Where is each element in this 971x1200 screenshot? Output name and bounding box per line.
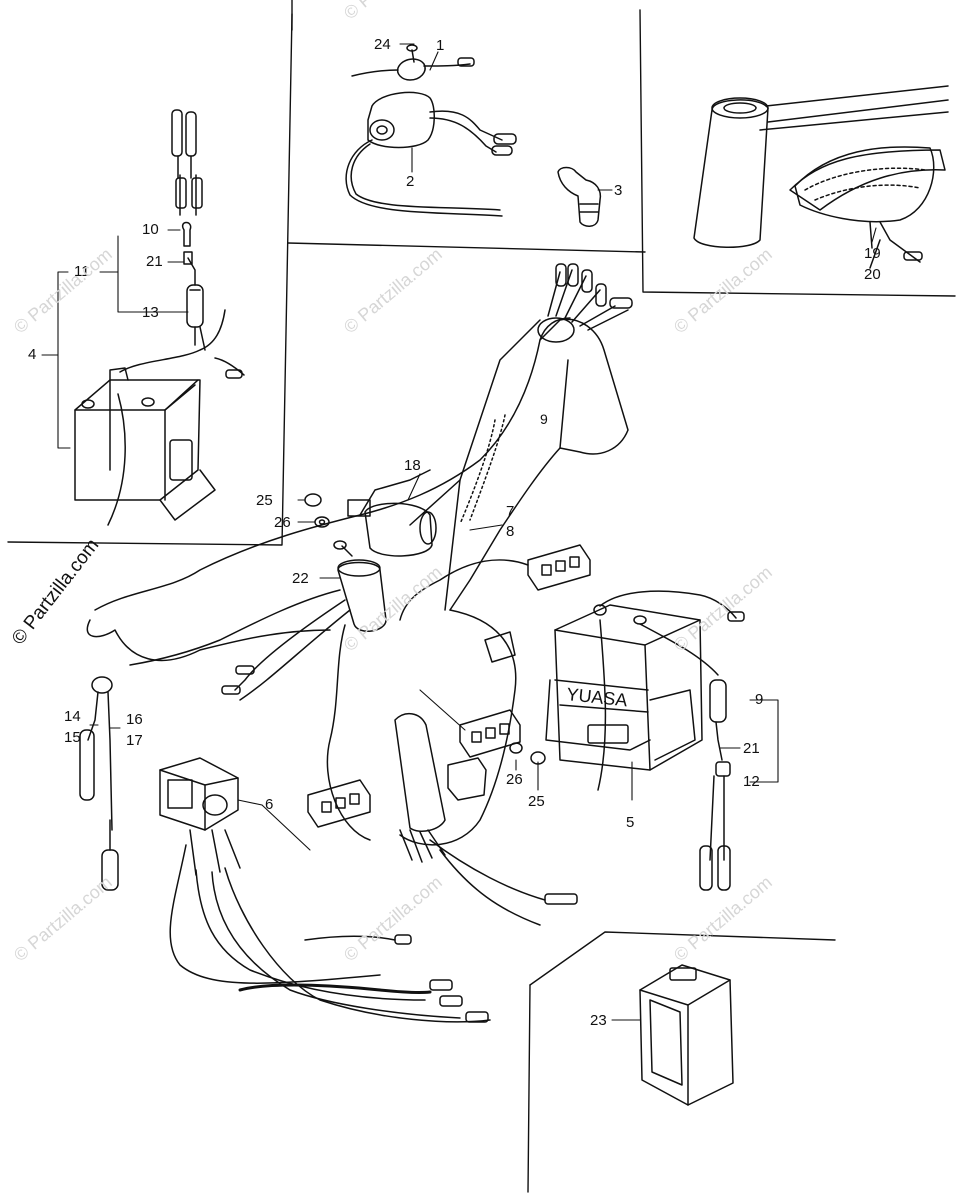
callout-11: 11 [74,263,90,280]
main-frame-harness [86,263,633,926]
callout-7: 7 [506,503,515,520]
callout-26-lower: 26 [506,771,523,788]
callout-16: 16 [126,711,143,728]
callout-12: 12 [743,773,760,790]
callout-22: 22 [292,570,309,587]
callout-23: 23 [590,1012,607,1029]
part-5-battery-right [545,590,745,891]
callout-5: 5 [626,814,635,831]
part-4-battery-assembly [74,109,245,526]
part-19-20-lamp-assembly [693,85,949,269]
callout-2: 2 [406,173,415,190]
callout-4: 4 [28,346,37,363]
callout-25-upper: 25 [256,492,273,509]
callout-8: 8 [506,523,515,540]
callout-15: 15 [64,729,81,746]
callout-10: 10 [142,221,159,238]
callout-9: 9 [755,691,764,708]
callout-1: 1 [436,37,445,54]
part-3-plug-cap [557,166,602,227]
callout-26-upper: 26 [274,514,291,531]
callout-20: 20 [864,266,881,283]
callout-3: 3 [614,182,623,199]
part-14-17-terminals [79,676,119,891]
part-2-condenser [345,91,517,217]
callout-19: 19 [864,245,881,262]
panel-borders [7,0,956,1193]
callout-25-lower: 25 [528,793,545,810]
callout-13: 13 [142,304,159,321]
leader-lines [41,43,877,1021]
callout-6: 6 [265,796,274,813]
part-23-box [639,964,734,1106]
callout-24: 24 [374,36,391,53]
callout-14: 14 [64,708,81,725]
callout-21-upper: 21 [146,253,163,270]
part-6-switch-housing [159,757,491,1023]
callout-21-lower: 21 [743,740,760,757]
callout-17: 17 [126,732,143,749]
part-1-connector [351,44,475,81]
callout-18: 18 [404,457,421,474]
frame-mark: 9 [540,411,548,427]
